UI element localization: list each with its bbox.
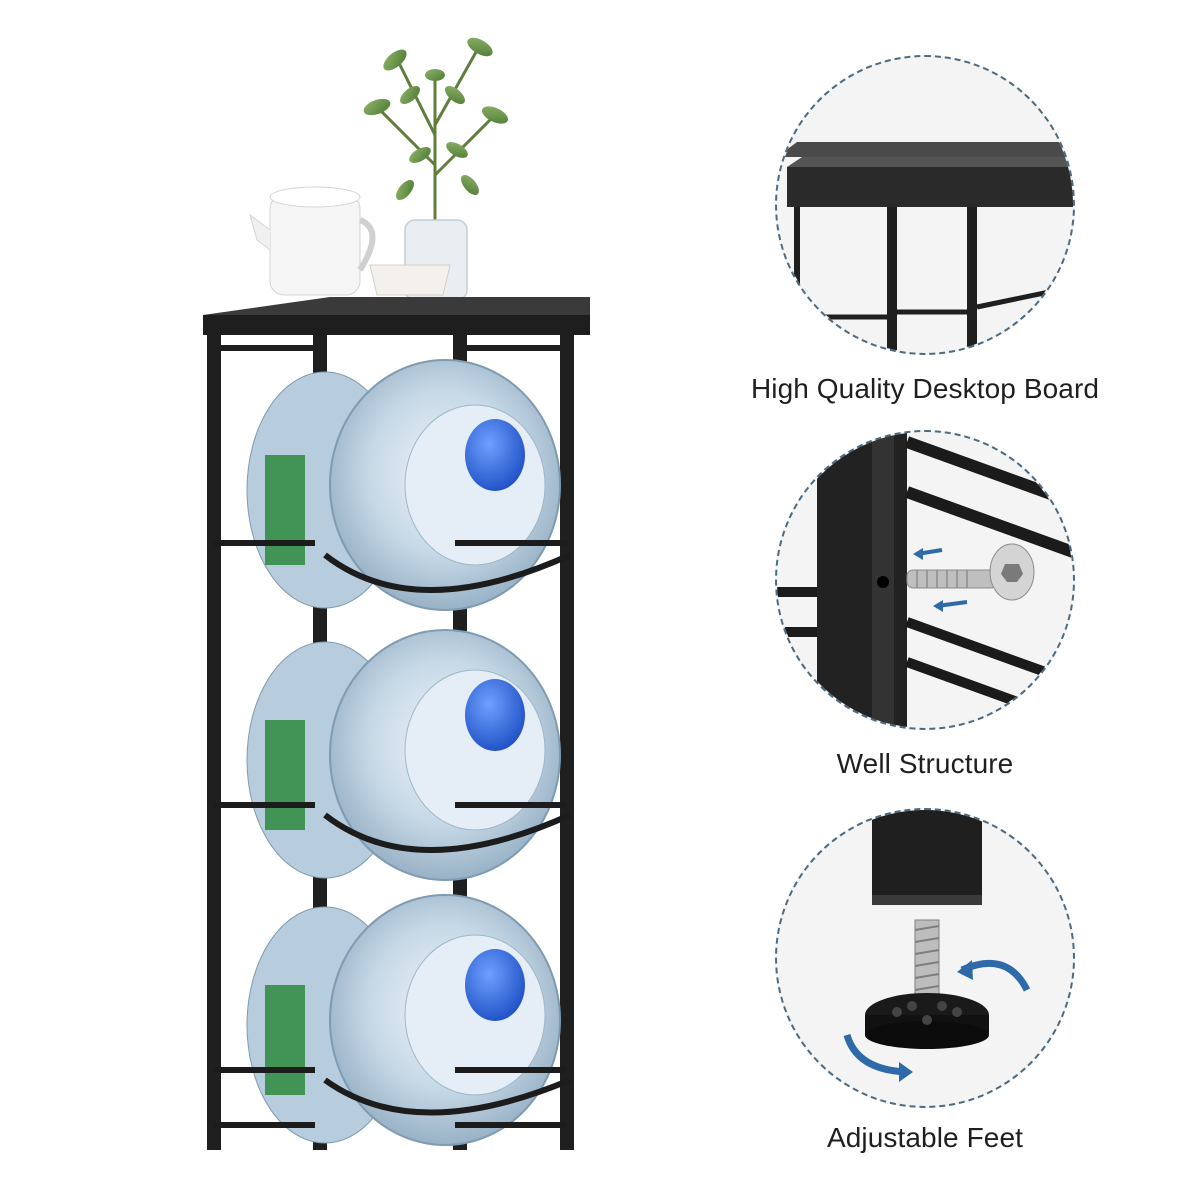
teapot-and-cup xyxy=(249,186,451,296)
water-bottle-rack-photo xyxy=(195,15,595,1185)
feature-label-adjustable-feet: Adjustable Feet xyxy=(826,1122,1024,1153)
feature-label-desktop-board: High Quality Desktop Board xyxy=(750,373,1100,404)
feature-structure: Well Structure xyxy=(770,430,1080,779)
desktop-board xyxy=(203,297,590,335)
feature-adjustable-feet: Adjustable Feet xyxy=(770,808,1080,1153)
bottle-cradles xyxy=(213,540,572,1128)
plant-decoration xyxy=(363,37,509,301)
feature-desktop-board: High Quality Desktop Board xyxy=(751,55,1099,404)
feature-label-structure: Well Structure xyxy=(836,748,1014,779)
water-bottle-top xyxy=(246,359,561,611)
water-bottle-bottom xyxy=(246,894,561,1146)
desktop-board-closeup-icon xyxy=(775,55,1075,355)
adjustable-foot-closeup-icon xyxy=(775,808,1075,1108)
rack-illustration xyxy=(203,37,590,1150)
water-bottle-middle xyxy=(246,629,561,881)
screw-structure-closeup-icon xyxy=(775,430,1075,730)
